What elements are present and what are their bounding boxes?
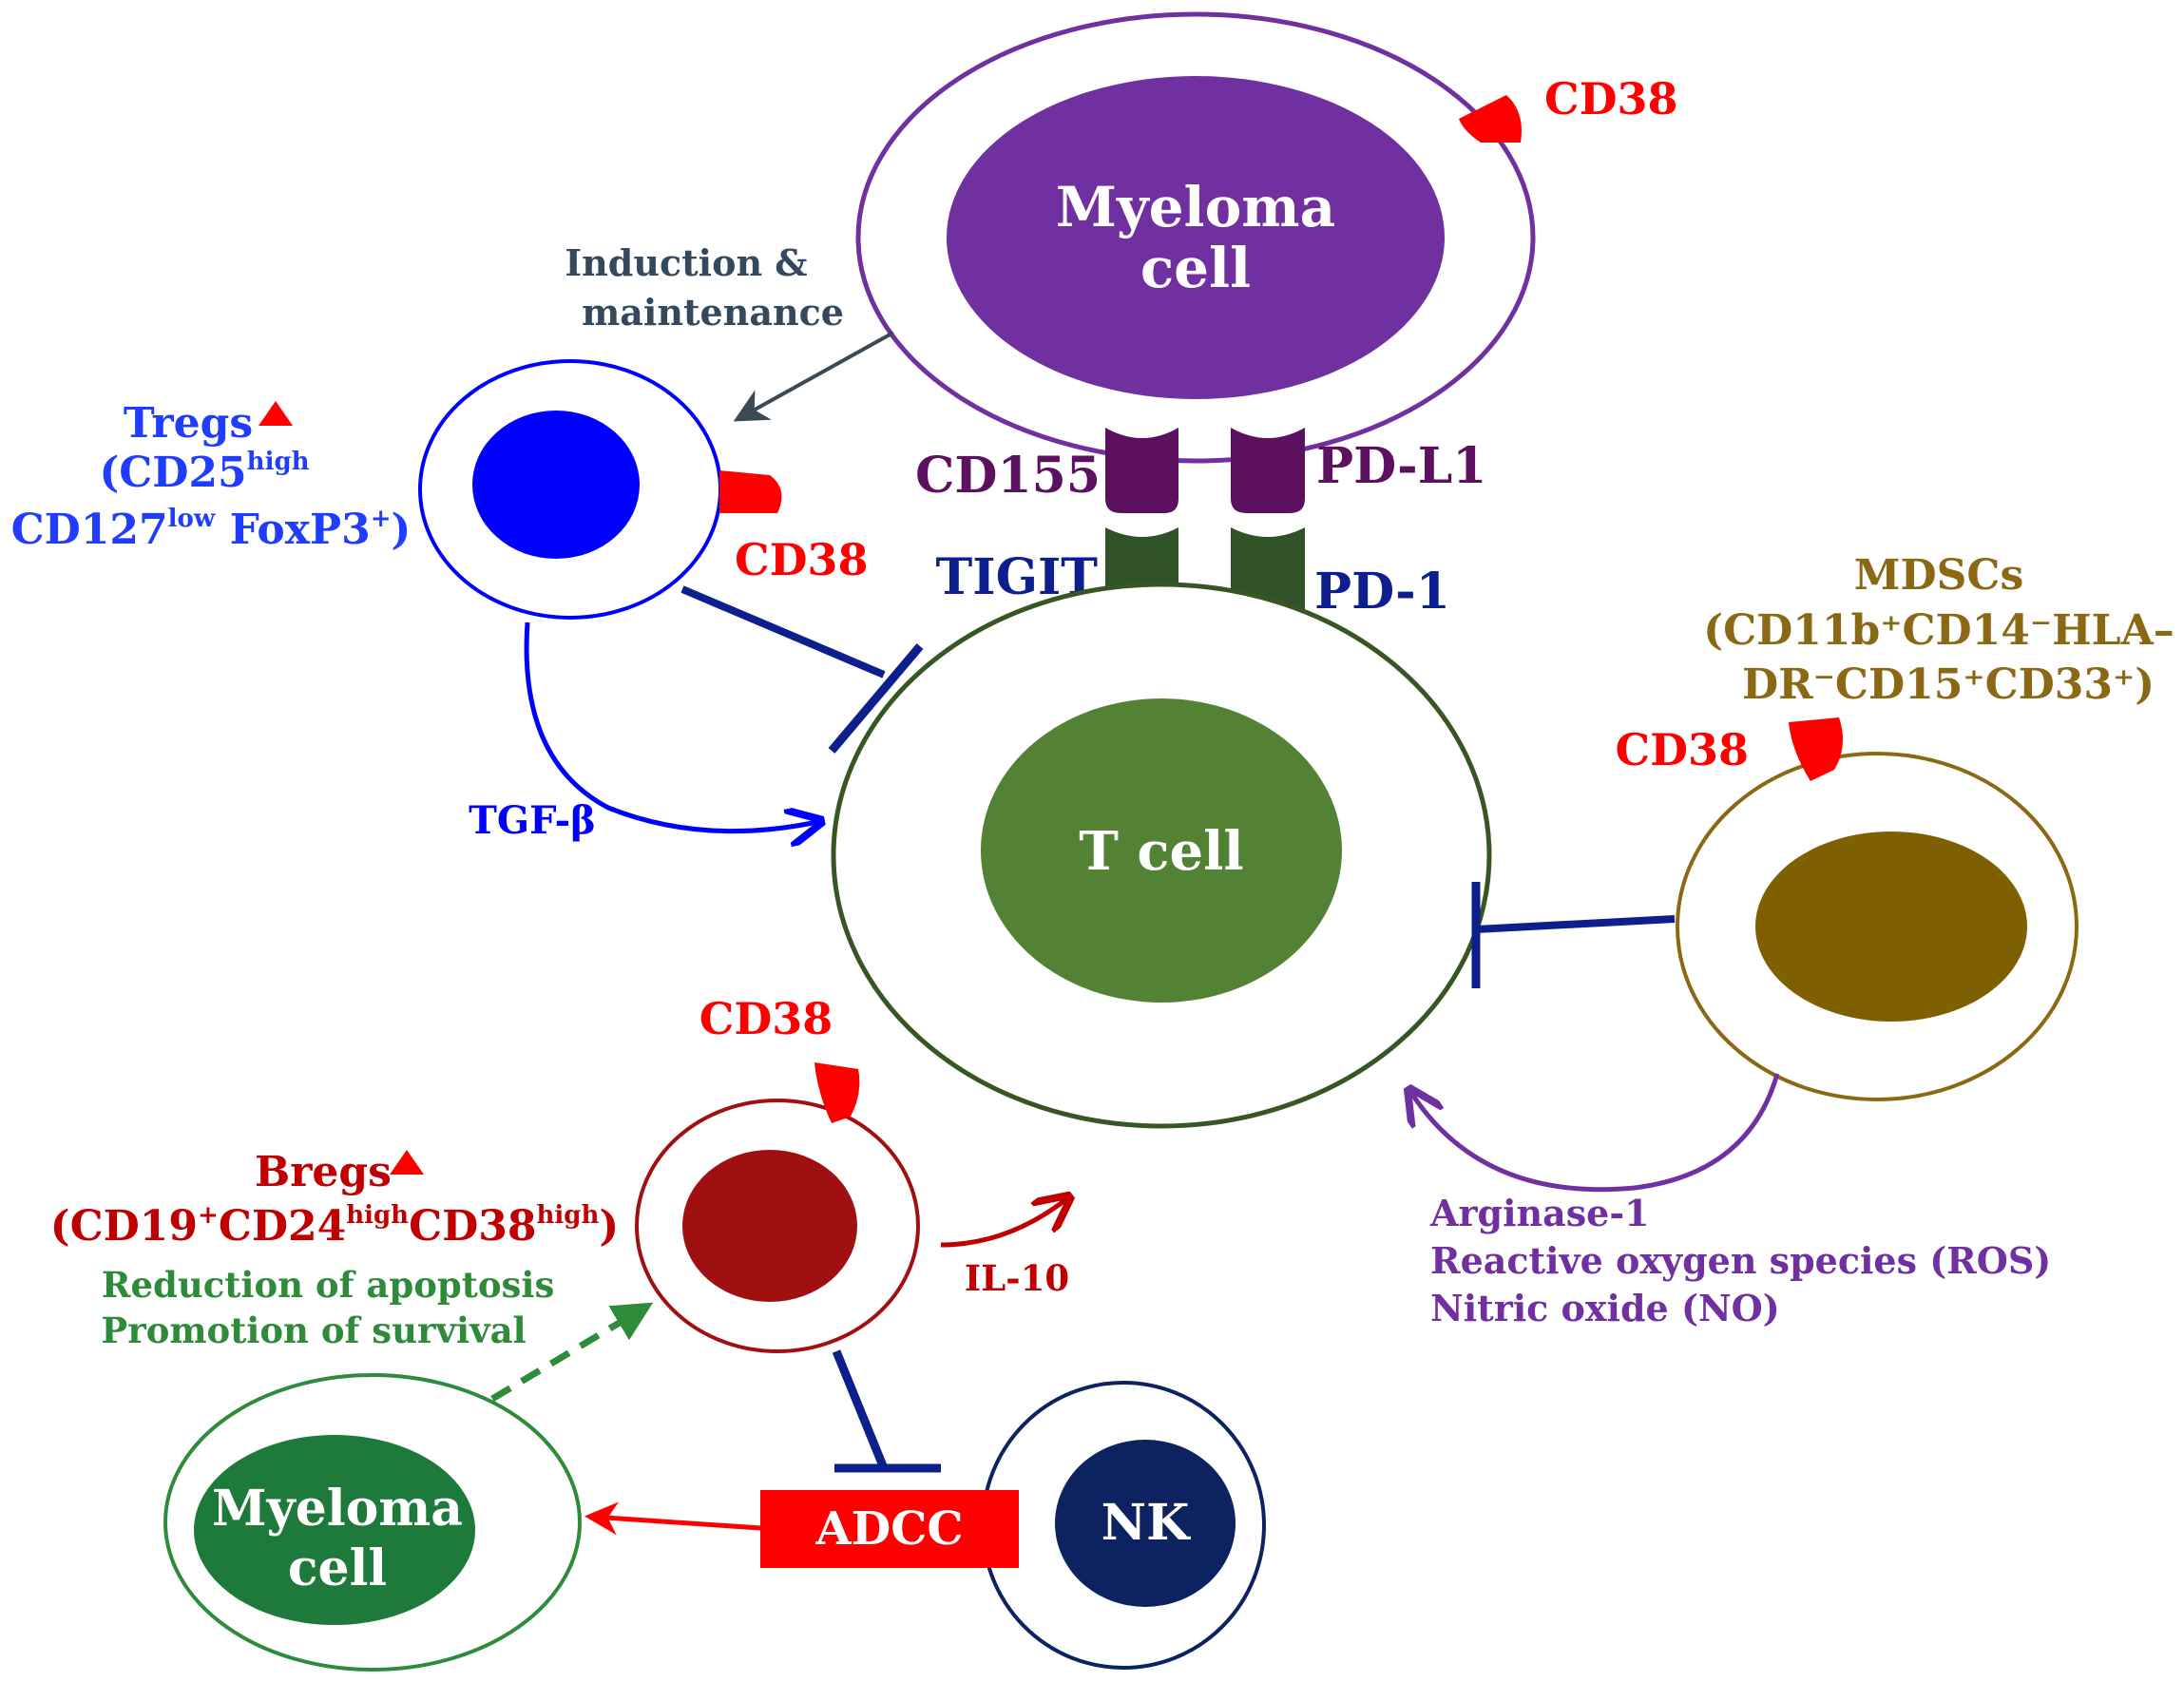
pdl1-label: PD-L1 xyxy=(1316,437,1487,495)
myeloma-top-nucleus xyxy=(947,76,1445,399)
treg-nucleus xyxy=(472,411,640,559)
mdsc-mediator-1: Arginase-1 xyxy=(1429,1192,1650,1234)
nk-nucleus xyxy=(1055,1440,1236,1607)
treg-inhibition-line xyxy=(680,585,886,679)
breg-inhibition-line xyxy=(832,1349,889,1470)
treg-markers-line2: (CD25high xyxy=(99,448,309,497)
treg-markers-line3: CD127low FoxP3+) xyxy=(11,505,412,554)
cd38-receptor-icon xyxy=(719,470,782,513)
mdsc-mediator-2: Reactive oxygen species (ROS) xyxy=(1430,1239,2051,1282)
nk-cell: NK xyxy=(981,1381,1266,1670)
adcc-arrow xyxy=(584,1501,761,1536)
il10-label: IL-10 xyxy=(965,1257,1069,1299)
breg-title: Bregs xyxy=(255,1148,392,1196)
tgf-beta-label: TGF-β xyxy=(469,798,596,843)
cd38-receptor-icon xyxy=(1459,95,1522,143)
induction-label-1: Induction & xyxy=(565,241,807,284)
cd38-receptor-icon xyxy=(814,1062,860,1123)
increase-triangle-icon xyxy=(390,1150,424,1175)
myeloma-bottom-label-2: cell xyxy=(288,1539,387,1597)
cd38-label-breg: CD38 xyxy=(699,993,833,1044)
breg-cell: CD38 Bregs (CD19+CD24highCD38high) Reduc… xyxy=(50,993,1069,1473)
mdsc-inhibition-line xyxy=(1475,915,1676,933)
cd155-label: CD155 xyxy=(915,447,1101,505)
pdl1-ligand-icon xyxy=(1231,428,1305,513)
myeloma-top-label-2: cell xyxy=(1140,236,1251,300)
breg-markers-line: (CD19+CD24highCD38high) xyxy=(50,1201,619,1251)
cd38-label-myeloma-top: CD38 xyxy=(1544,73,1678,124)
induction-annotation: Induction & maintenance xyxy=(565,241,894,422)
cd38-label-mdsc: CD38 xyxy=(1615,724,1749,775)
mdsc-mediator-arrow xyxy=(1411,1073,1780,1193)
mdsc-nucleus xyxy=(1755,831,2027,1022)
cd155-ligand-icon xyxy=(1105,428,1178,513)
increase-triangle-icon xyxy=(259,401,293,426)
adcc: ADCC xyxy=(584,1490,1019,1568)
mdsc-title: MDSCs xyxy=(1854,551,2023,600)
adcc-box xyxy=(760,1490,1019,1568)
mdsc-mediator-3: Nitric oxide (NO) xyxy=(1430,1287,1780,1329)
cd38-receptor-icon xyxy=(1789,717,1843,781)
myeloma-cell-bottom: Myeloma cell xyxy=(163,1373,582,1672)
induction-label-2: maintenance xyxy=(582,291,844,334)
mdsc-markers-line3: DR⁻CD15⁺CD33⁺) xyxy=(1742,660,2155,709)
breg-nucleus xyxy=(682,1150,857,1302)
treg-inhibition-bar xyxy=(828,643,924,754)
pd1-label: PD-1 xyxy=(1314,563,1450,621)
nk-label: NK xyxy=(1102,1494,1192,1552)
myeloma-bottom-nucleus xyxy=(194,1435,475,1625)
myeloma-top-label-1: Myeloma xyxy=(1056,175,1335,239)
breg-effect-1: Reduction of apoptosis xyxy=(102,1264,555,1306)
induction-arrow xyxy=(733,331,894,422)
myeloma-cell-top: Myeloma cell CD38 xyxy=(855,11,1678,464)
treg-cell: CD38 Tregs (CD25high CD127low FoxP3+) TG… xyxy=(11,359,924,843)
breg-effect-2: Promotion of survival xyxy=(101,1309,526,1351)
cd38-label-treg: CD38 xyxy=(735,534,869,585)
treg-title: Tregs xyxy=(124,399,253,448)
t-cell-label: T cell xyxy=(1079,820,1243,883)
mdsc-markers-line2: (CD11b⁺CD14⁻HLA– xyxy=(1703,606,2174,655)
adcc-label: ADCC xyxy=(814,1502,963,1556)
il10-arrow xyxy=(940,1199,1066,1248)
t-cell-nucleus xyxy=(981,698,1342,1003)
mdsc-cell: CD38 MDSCs (CD11b⁺CD14⁻HLA– DR⁻CD15⁺CD33… xyxy=(1411,551,2174,1329)
checkpoint-ligands: CD155 PD-L1 xyxy=(915,428,1487,513)
myeloma-bottom-label-1: Myeloma xyxy=(212,1480,463,1538)
t-cell: T cell xyxy=(831,582,1492,1129)
tgf-beta-arrow xyxy=(524,621,817,831)
myeloma-to-breg-arrow xyxy=(490,1302,654,1403)
